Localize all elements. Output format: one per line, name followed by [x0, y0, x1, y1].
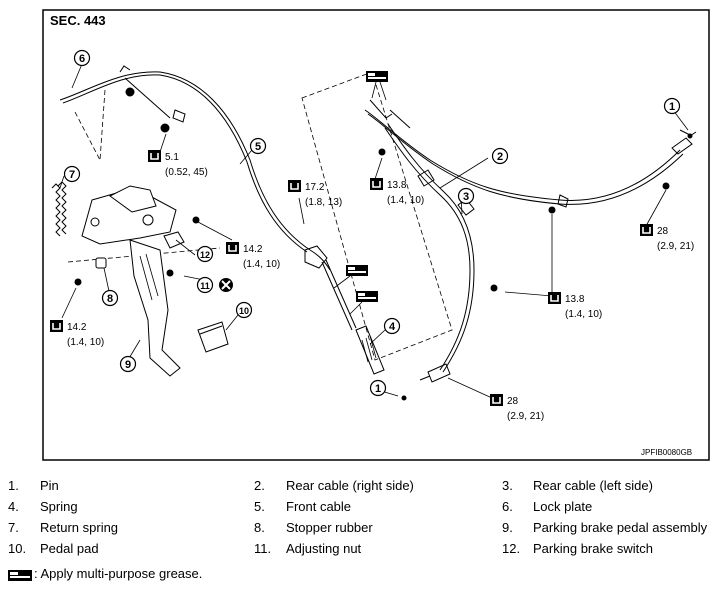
callout-4: 4 — [383, 317, 401, 335]
legend-text: Parking brake pedal assembly — [533, 520, 708, 535]
legend-text: Parking brake switch — [533, 541, 653, 556]
torque-spec: 28 (2.9, 21) — [489, 393, 544, 422]
torque-value: 14.2 — [243, 244, 263, 255]
callout-9: 9 — [119, 355, 137, 373]
torque-units: (0.52, 45) — [165, 167, 208, 178]
torque-value: 28 — [507, 396, 519, 407]
rear-cable-left — [384, 123, 498, 401]
callout-label: 11 — [200, 281, 210, 291]
torque-value: 13.8 — [387, 180, 407, 191]
legend-number: 2. — [254, 478, 265, 493]
legend-number: 12. — [502, 541, 521, 556]
callout-8: 8 — [101, 289, 119, 307]
torque-spec: 14.2 (1.4, 10) — [49, 319, 104, 348]
callout-1: 1 — [663, 97, 681, 115]
callout-10: 10 — [235, 301, 253, 319]
legend-row: 4. Spring 5. Front cable 6. Lock plate — [0, 499, 717, 519]
pedal-pad — [197, 321, 229, 353]
callout-1: 1 — [369, 379, 387, 397]
torque-spec: 14.2 (1.4, 10) — [225, 241, 280, 270]
callout-label: 8 — [107, 293, 113, 305]
torque-units: (1.4, 10) — [565, 309, 602, 320]
callout-11: 11 — [196, 276, 214, 294]
torque-units: (1.4, 10) — [243, 259, 280, 270]
torque-spec: 28 (2.9, 21) — [639, 223, 694, 252]
grease-note-text: : Apply multi-purpose grease. — [34, 566, 203, 581]
legend-number: 11. — [254, 541, 272, 556]
callout-3: 3 — [457, 187, 475, 205]
callout-6: 6 — [73, 49, 91, 67]
torque-units: (2.9, 21) — [507, 411, 544, 422]
callout-label: 4 — [389, 321, 396, 333]
callout-label: 10 — [239, 306, 249, 316]
return-spring — [51, 181, 67, 237]
figure-code: JPFIB0080GB — [641, 448, 692, 457]
grease-leaders — [333, 81, 387, 315]
legend-number: 9. — [502, 520, 513, 535]
grease-icon — [8, 569, 32, 581]
legend-text: Front cable — [286, 499, 352, 514]
legend-text: Spring — [40, 499, 78, 514]
legend-text: Stopper rubber — [286, 520, 373, 535]
torque-units: (1.8, 13) — [305, 197, 342, 208]
legend-number: 7. — [8, 520, 19, 535]
rear-cable-right — [364, 99, 697, 214]
legend-text: Pin — [40, 478, 59, 493]
torque-spec: 17.2 (1.8, 13) — [287, 179, 342, 208]
legend-text: Lock plate — [533, 499, 593, 514]
torque-units: (2.9, 21) — [657, 241, 694, 252]
do-not-reuse-icon — [219, 278, 233, 292]
legend-number: 3. — [502, 478, 513, 493]
legend-text: Pedal pad — [40, 541, 99, 556]
torque-value: 13.8 — [565, 294, 585, 305]
section-label: SEC. 443 — [50, 13, 106, 28]
legend-number: 5. — [254, 499, 265, 514]
callout-label: 9 — [125, 359, 131, 371]
legend-text: Adjusting nut — [286, 541, 362, 556]
legend-row: 1. Pin 2. Rear cable (right side) 3. Rear cab… — [0, 478, 717, 498]
callout-label: 5 — [255, 141, 261, 153]
legend-number: 8. — [254, 520, 265, 535]
legend-text: Rear cable (right side) — [286, 478, 414, 493]
callout-7: 7 — [63, 165, 81, 183]
callout-label: 6 — [79, 53, 85, 65]
torque-group: 5.1 (0.52, 45) 17.2 (1.8, 13) 13.8 (1.4, 10) 2… — [49, 149, 694, 422]
callout-2: 2 — [491, 147, 509, 165]
legend-number: 6. — [502, 499, 513, 514]
callout-label: 2 — [497, 151, 503, 163]
front-cable — [59, 65, 385, 375]
callout-label: 1 — [669, 101, 675, 113]
torque-value: 28 — [657, 226, 669, 237]
callout-label: 1 — [375, 383, 381, 395]
legend-number: 4. — [8, 499, 19, 514]
torque-value: 17.2 — [305, 182, 325, 193]
torque-spec: 13.8 (1.4, 10) — [547, 291, 602, 320]
diagram-frame — [42, 9, 710, 461]
legend-row: 10. Pedal pad 11. Adjusting nut 12. Parking b… — [0, 541, 717, 561]
torque-spec: 13.8 (1.4, 10) — [369, 177, 424, 206]
callout-label: 7 — [69, 169, 75, 181]
legend-row: 7. Return spring 8. Stopper rubber 9. Parking… — [0, 520, 717, 540]
legend-text: Rear cable (left side) — [533, 478, 653, 493]
legend-text: Return spring — [40, 520, 119, 535]
torque-value: 14.2 — [67, 322, 87, 333]
torque-spec: 5.1 (0.52, 45) — [147, 149, 208, 178]
legend-number: 1. — [8, 478, 19, 493]
callout-5: 5 — [249, 137, 267, 155]
pedal-assembly — [74, 185, 200, 377]
callout-label: 3 — [463, 191, 469, 203]
torque-units: (1.4, 10) — [387, 195, 424, 206]
parking-brake-diagram: SEC. 443 JPFIB0080GB — [42, 9, 710, 461]
torque-units: (1.4, 10) — [67, 337, 104, 348]
torque-value: 5.1 — [165, 152, 179, 163]
callout-12: 12 — [196, 245, 214, 263]
callout-label: 12 — [200, 250, 210, 260]
grease-note: : Apply multi-purpose grease. — [8, 566, 202, 582]
legend-number: 10. — [8, 541, 27, 556]
pins — [679, 129, 693, 139]
